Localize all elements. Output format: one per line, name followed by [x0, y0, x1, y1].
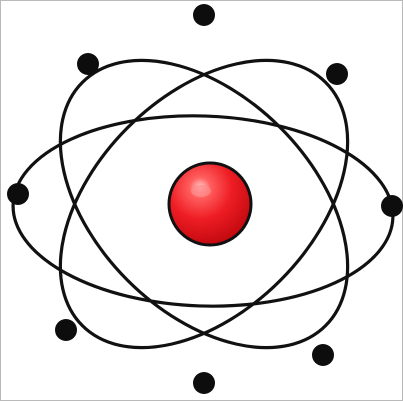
electron-bottom	[193, 372, 215, 394]
electron-left	[7, 183, 29, 205]
electron-right	[381, 195, 403, 217]
nucleus	[169, 163, 251, 245]
electron-top	[193, 4, 215, 26]
electron-lower-left	[55, 319, 77, 341]
nucleus-group	[169, 163, 251, 245]
electron-lower-right	[312, 344, 334, 366]
nucleus-highlight	[191, 185, 211, 197]
electron-upper-left	[77, 53, 99, 75]
electron-upper-right	[326, 63, 348, 85]
